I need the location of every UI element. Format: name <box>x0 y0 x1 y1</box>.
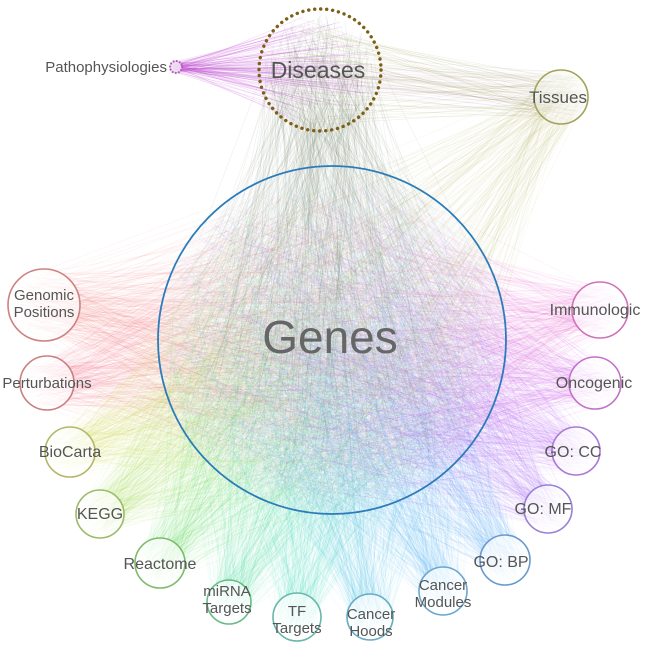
edges-go_mf-genes <box>175 177 570 532</box>
node-perturbations[interactable] <box>19 355 75 411</box>
label-diseases: Diseases <box>271 57 366 83</box>
edges-go_cc-genes <box>167 175 598 505</box>
node-go_mf[interactable] <box>523 484 573 534</box>
edges-pathophysiologies-diseases <box>170 16 374 121</box>
edges-kegg-genes <box>77 175 493 536</box>
edges-pathophysiologies-tissues <box>170 62 583 123</box>
edges-cancer_modules-genes <box>168 175 486 613</box>
label-oncogenic: Oncogenic <box>556 375 633 392</box>
label-kegg: KEGG <box>77 506 123 523</box>
edges-reactome-genes <box>138 177 495 586</box>
node-tissues[interactable] <box>533 69 589 125</box>
edges-cancer_hoods-genes <box>167 174 494 638</box>
label-immunologic: Immunologic <box>550 302 641 319</box>
nodes <box>7 7 629 642</box>
label-go_mf: GO: MF <box>515 501 572 518</box>
edges-diseases-tissues <box>265 18 585 126</box>
node-genomic_positions[interactable] <box>7 268 81 342</box>
node-tf_targets[interactable] <box>272 592 322 642</box>
node-pathophysiologies[interactable] <box>168 59 184 75</box>
labels: Genes Diseases PathophysiologiesTissuesGen… <box>2 57 640 640</box>
edges-tf_targets-genes <box>167 181 497 639</box>
edge-bundles <box>11 14 626 639</box>
node-genes[interactable] <box>157 165 507 515</box>
node-oncogenic[interactable] <box>568 356 622 410</box>
edges-tissues-genes <box>172 73 586 498</box>
edges-mirna_targets-genes <box>165 173 488 622</box>
node-reactome[interactable] <box>134 537 186 589</box>
label-genes: Genes <box>262 311 398 363</box>
node-kegg[interactable] <box>75 489 125 539</box>
label-go_bp: GO: BP <box>473 554 528 571</box>
edges-go_bp-genes <box>172 175 528 583</box>
edges-perturbations-genes <box>23 174 496 506</box>
node-biocarta[interactable] <box>44 426 96 478</box>
node-go_bp[interactable] <box>479 534 531 586</box>
node-cancer_hoods[interactable] <box>346 593 394 641</box>
node-cancer_modules[interactable] <box>418 566 468 616</box>
label-biocarta: BioCarta <box>39 444 101 461</box>
label-reactome: Reactome <box>124 556 197 573</box>
edges-biocarta-genes <box>47 185 490 499</box>
node-go_cc[interactable] <box>551 426 601 476</box>
label-tissues: Tissues <box>529 88 587 107</box>
label-pathophysiologies: Pathophysiologies <box>45 59 167 76</box>
label-go_cc: GO: CC <box>545 444 602 461</box>
node-diseases[interactable] <box>257 7 383 133</box>
edges-diseases-genes <box>168 14 494 502</box>
edges-immunologic-genes <box>168 189 626 500</box>
node-mirna_targets[interactable] <box>206 579 252 625</box>
label-perturbations: Perturbations <box>2 375 91 392</box>
node-immunologic[interactable] <box>571 281 629 339</box>
